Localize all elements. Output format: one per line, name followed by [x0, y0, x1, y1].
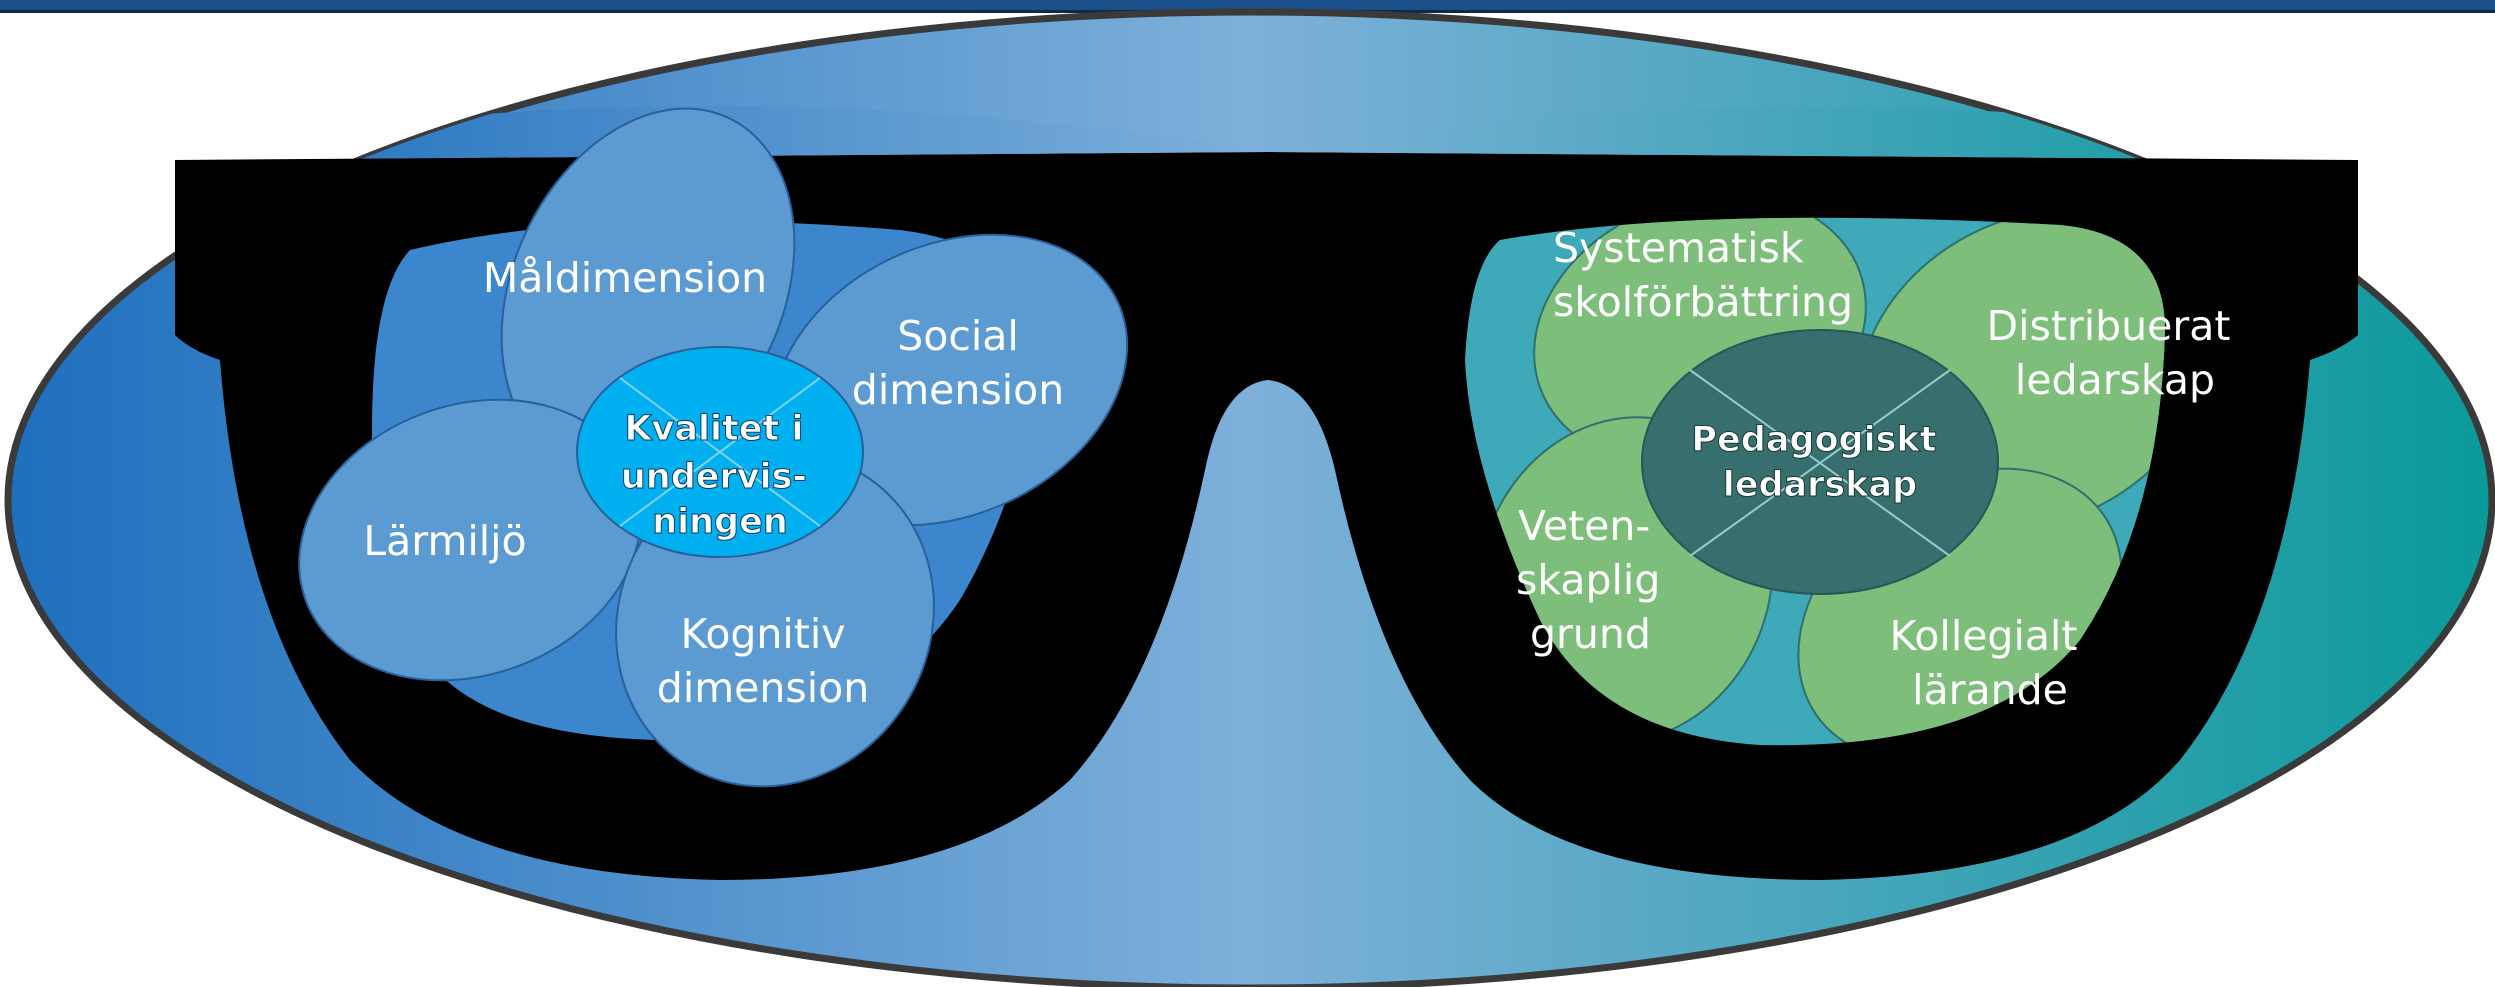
- label-center-kvalitet: Kvalitet i undervis- ningen: [621, 409, 819, 542]
- label-larmiljo: Lärmiljö: [363, 517, 526, 565]
- label-kollegialt: Kollegialt lärande: [1890, 612, 2091, 714]
- label-systematisk: Systematisk skolförbättring: [1553, 224, 1853, 326]
- top-bar: [0, 0, 2495, 12]
- label-distribuerat: Distribuerat ledarskap: [1987, 302, 2244, 404]
- label-maldimension: Måldimension: [483, 254, 767, 302]
- label-vetenskaplig: Veten- skaplig grund: [1516, 502, 1673, 658]
- center-cross-line-2: [619, 377, 821, 527]
- center-cross-line-4: [1689, 369, 1951, 557]
- label-center-pedagogiskt: Pedagogiskt ledarskap: [1691, 420, 1948, 505]
